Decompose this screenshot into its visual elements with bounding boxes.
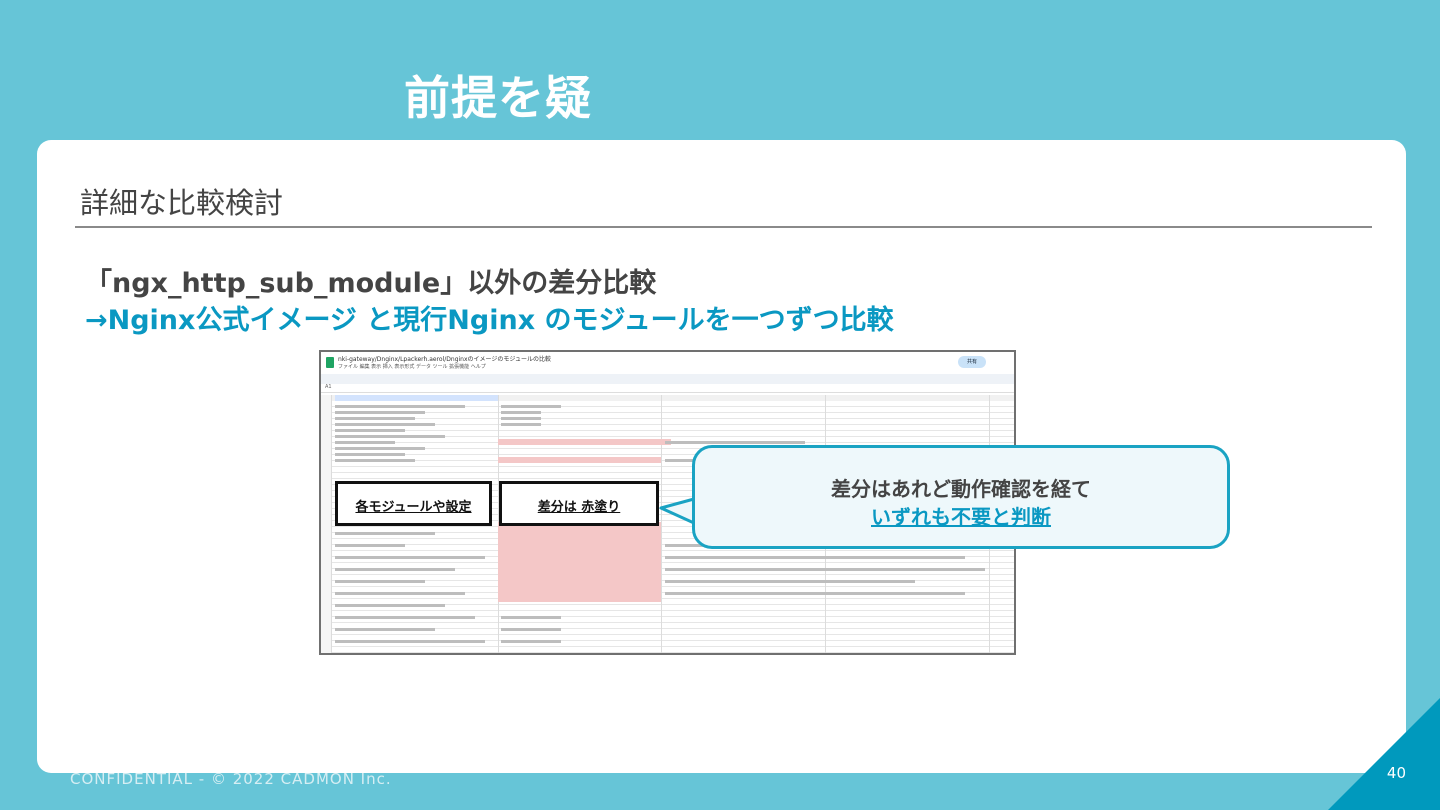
sheets-logo-icon (326, 357, 334, 368)
cell-text (335, 640, 485, 643)
cell-text (501, 423, 541, 426)
sheet-header: nki-gateway/Dnginx/Lpackerh.aerol/Dnginx… (321, 352, 1014, 375)
cell-text (335, 435, 445, 438)
cell-text (665, 556, 965, 559)
column-divider (661, 395, 662, 653)
cell-text (501, 405, 561, 408)
formula-bar: A1 (321, 384, 1014, 393)
cell-text (335, 405, 465, 408)
cell-text (335, 568, 455, 571)
cell-text (335, 592, 465, 595)
speech-bubble: 差分はあれど動作確認を経て いずれも不要と判断 (692, 445, 1230, 549)
diff-cell (498, 522, 661, 602)
corner-accent (1328, 698, 1440, 810)
module-label-box: 各モジュールや設定 (335, 481, 492, 526)
section-divider (75, 226, 1372, 228)
cell-text (335, 628, 435, 631)
module-label: 各モジュールや設定 (355, 500, 472, 515)
cell-text (335, 616, 475, 619)
cell-text (335, 447, 425, 450)
cell-text (335, 417, 415, 420)
cell-text (665, 580, 915, 583)
cell-text (665, 568, 985, 571)
sheet-doc-title: nki-gateway/Dnginx/Lpackerh.aerol/Dnginx… (338, 356, 551, 363)
cell-text (665, 592, 965, 595)
page-number: 40 (1386, 764, 1406, 782)
cell-text (335, 423, 435, 426)
cell-text (501, 640, 561, 643)
cell-text (335, 411, 425, 414)
row-header (321, 395, 332, 653)
diff-cell (498, 457, 661, 463)
cell-text (335, 429, 405, 432)
bubble-line-1: 差分はあれど動作確認を経て (831, 477, 1091, 501)
section-heading: 詳細な比較検討 (80, 186, 284, 220)
column-header-row (331, 395, 1014, 401)
cell-text (501, 616, 561, 619)
sheet-toolbar (321, 374, 1014, 384)
cell-text (335, 556, 485, 559)
slide-title: 前提を疑 (404, 71, 592, 125)
bubble-line-2: いずれも不要と判断 (871, 505, 1051, 529)
cell-text (335, 604, 445, 607)
cell-text (335, 544, 405, 547)
cell-text (665, 441, 805, 444)
cell-text (501, 417, 541, 420)
cell-text (335, 459, 415, 462)
share-button: 共有 (958, 356, 986, 368)
comparison-line: 「ngx_http_sub_module」以外の差分比較 (85, 268, 657, 299)
sheet-menu: ファイル 編集 表示 挿入 表示形式 データ ツール 拡張機能 ヘルプ (338, 364, 486, 370)
footer-confidential: CONFIDENTIAL - © 2022 CADMON Inc. (70, 770, 392, 788)
cell-text (335, 441, 395, 444)
cell-text (501, 628, 561, 631)
cell-text (335, 532, 435, 535)
comparison-method-line: →Nginx公式イメージ と現行Nginx のモジュールを一つずつ比較 (85, 305, 894, 336)
diff-cell (498, 439, 661, 445)
cell-text (501, 411, 541, 414)
diff-label-box: 差分は 赤塗り (499, 481, 659, 526)
selected-column-header (335, 395, 498, 401)
cell-text (335, 453, 405, 456)
cell-text (335, 580, 425, 583)
diff-label: 差分は 赤塗り (537, 500, 621, 515)
